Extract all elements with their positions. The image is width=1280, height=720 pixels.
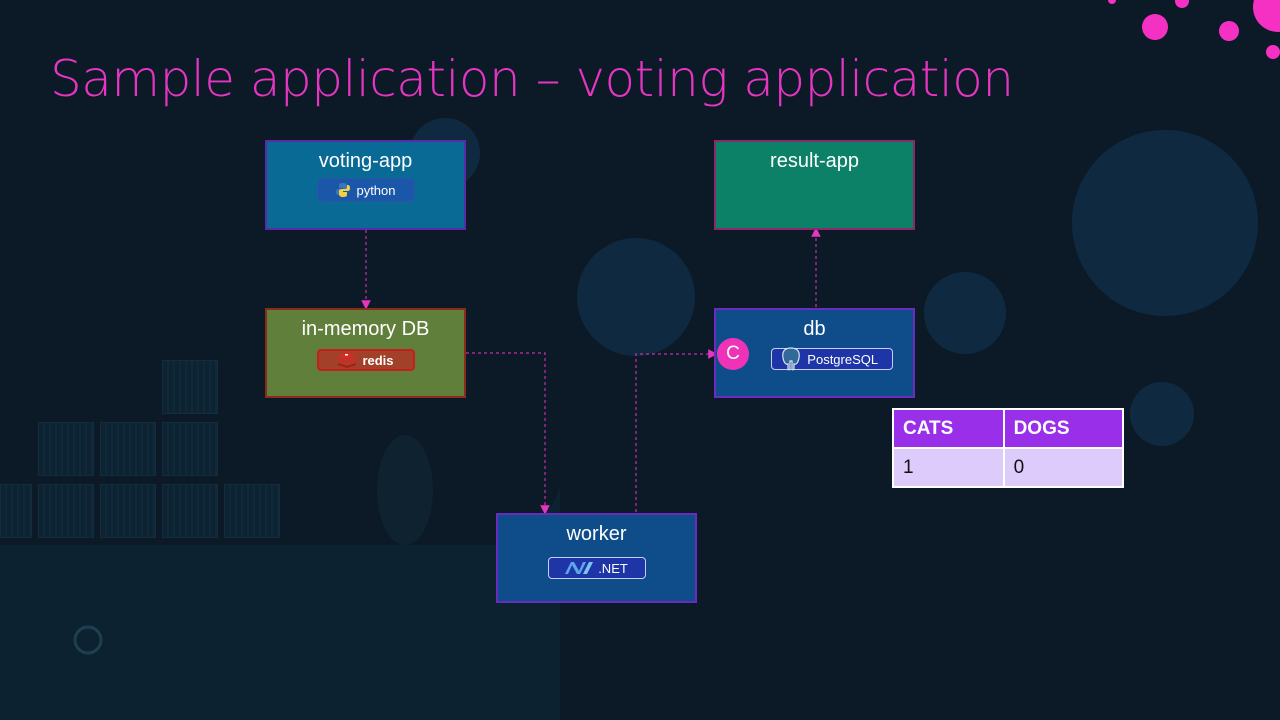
python-badge: python xyxy=(317,179,414,201)
table-header-row: CATS DOGS xyxy=(892,408,1125,449)
column-header-dogs: DOGS xyxy=(1002,408,1125,449)
python-icon xyxy=(336,183,351,197)
postgresql-icon xyxy=(782,347,801,371)
redis-icon xyxy=(338,352,357,368)
column-header-cats: CATS xyxy=(892,408,1005,449)
votes-table: CATS DOGS 1 0 xyxy=(892,408,1125,488)
node-in-memory-db[interactable]: in-memory DB redis xyxy=(265,308,466,398)
bg-circle xyxy=(1072,130,1258,316)
badge-label: redis xyxy=(362,352,394,368)
decor-dot xyxy=(1175,0,1189,8)
connector-redis-to-worker xyxy=(466,352,550,515)
decor-dot xyxy=(1219,21,1239,41)
decor-dot xyxy=(1142,14,1168,40)
badge-label: python xyxy=(356,182,396,198)
bg-circle xyxy=(577,238,695,356)
table-row: 1 0 xyxy=(892,447,1125,488)
badge-label: .NET xyxy=(598,560,628,576)
bg-circle xyxy=(924,272,1006,354)
node-voting-app[interactable]: voting-app python xyxy=(265,140,466,230)
node-label: db xyxy=(803,318,826,340)
badge-label: PostgreSQL xyxy=(807,351,879,367)
redis-badge: redis xyxy=(316,349,415,371)
node-result-app[interactable]: result-app xyxy=(714,140,915,230)
node-label: voting-app xyxy=(318,150,413,172)
whale-shape xyxy=(0,435,560,720)
slide-title: Sample application – voting application xyxy=(50,50,1014,108)
dotnet-icon xyxy=(565,562,594,574)
postgresql-badge: PostgreSQL xyxy=(771,347,894,371)
bg-circle xyxy=(1130,382,1194,446)
node-db[interactable]: db PostgreSQL xyxy=(714,308,915,398)
cell-cats: 1 xyxy=(892,447,1005,488)
node-worker[interactable]: worker .NET xyxy=(496,513,697,603)
cell-dogs: 0 xyxy=(1002,447,1125,488)
connector-worker-to-db xyxy=(635,349,718,512)
decor-dot xyxy=(1266,45,1280,59)
dotnet-badge: .NET xyxy=(547,557,646,579)
node-label: worker xyxy=(566,523,627,545)
decor-dot xyxy=(1108,0,1116,4)
db-marker-c: C xyxy=(717,338,749,370)
node-label: result-app xyxy=(770,150,859,172)
node-label: in-memory DB xyxy=(301,318,430,340)
